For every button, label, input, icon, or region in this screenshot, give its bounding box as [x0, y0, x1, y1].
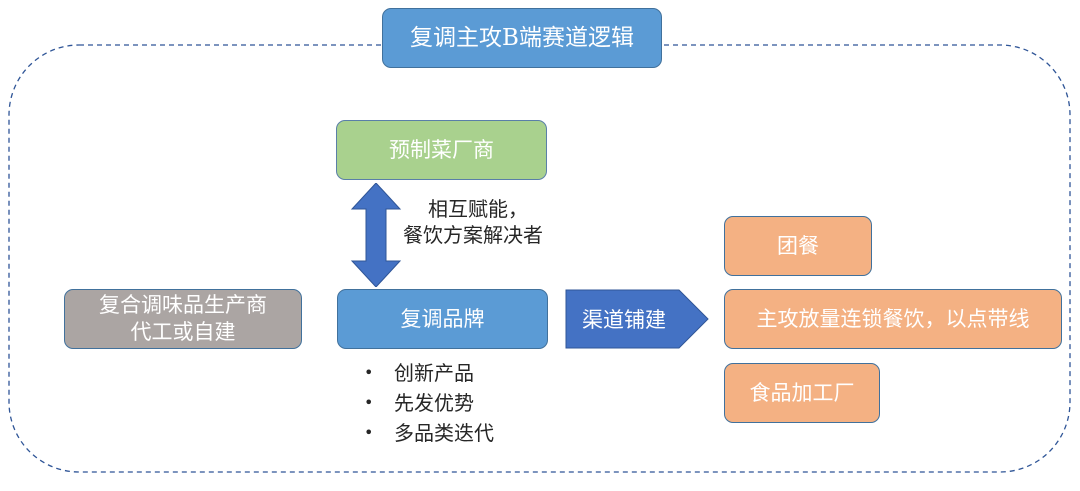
relation-note-line1: 相互赋能， [428, 197, 528, 221]
bullet-icon: • [364, 393, 374, 412]
channel-arrow-label: 渠道铺建 [582, 308, 666, 332]
brand-node: 复调品牌 [337, 289, 548, 349]
bullet-icon: • [364, 363, 374, 382]
diagram-title: 复调主攻B端赛道逻辑 [382, 8, 662, 68]
prepared-food-maker-node: 预制菜厂商 [336, 120, 547, 180]
advantage-item: •多品类迭代 [364, 418, 494, 448]
bullet-icon: • [364, 423, 374, 442]
brand-advantages-list: •创新产品 •先发优势 •多品类迭代 [364, 358, 494, 448]
manufacturer-label-line1: 复合调味品生产商 [99, 292, 267, 317]
channel-group-catering: 团餐 [724, 216, 872, 276]
channel-arrow-shape [565, 289, 709, 349]
manufacturer-label-line2: 代工或自建 [130, 320, 236, 344]
manufacturer-node: 复合调味品生产商 代工或自建 [64, 289, 302, 349]
brand-label: 复调品牌 [400, 306, 485, 331]
channel-food-processing: 食品加工厂 [724, 363, 880, 423]
bidirectional-arrow-icon [350, 183, 402, 287]
advantage-item: •先发优势 [364, 388, 494, 418]
channel-chain-restaurants: 主攻放量连锁餐饮，以点带线 [724, 289, 1062, 349]
diagram-title-text: 复调主攻B端赛道逻辑 [410, 24, 634, 51]
relation-note: 相互赋能， 餐饮方案解决者 [403, 196, 543, 248]
advantage-item: •创新产品 [364, 358, 494, 388]
relation-note-line2: 餐饮方案解决者 [403, 223, 543, 247]
prepared-food-maker-label: 预制菜厂商 [389, 137, 494, 162]
